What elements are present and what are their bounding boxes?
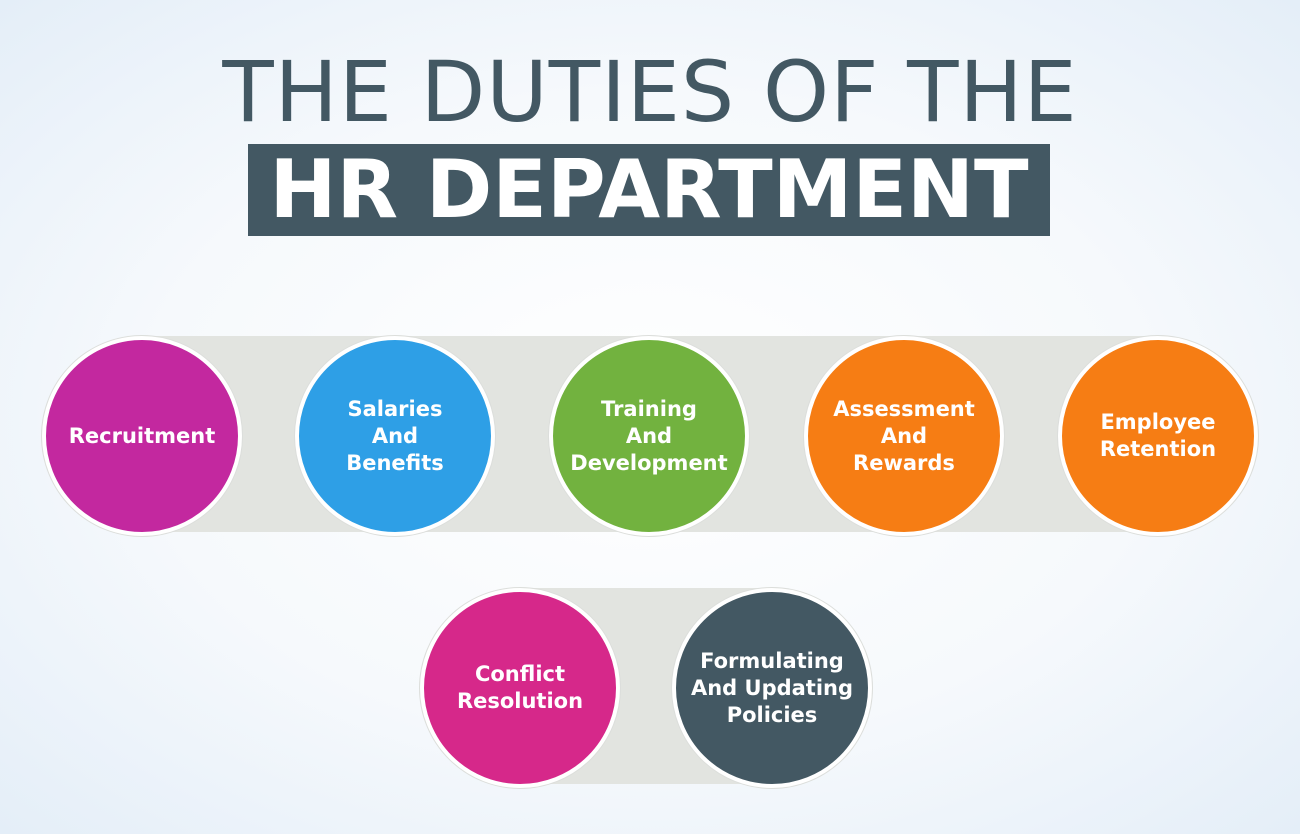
title-line-2: HR DEPARTMENT bbox=[269, 143, 1029, 236]
duty-label-recruitment: Recruitment bbox=[68, 423, 216, 448]
title-banner: HR DEPARTMENT bbox=[248, 144, 1050, 236]
duty-label-employee-retention: Employee Retention bbox=[1099, 410, 1217, 461]
duty-circle-training-development: Training And Development bbox=[549, 336, 749, 536]
duty-circle-salaries-benefits: Salaries And Benefits bbox=[295, 336, 495, 536]
duty-label-conflict-resolution: Conflict Resolution bbox=[456, 662, 584, 713]
duty-circle-formulating-policies: Formulating And Updating Policies bbox=[672, 588, 872, 788]
title-line-1: THE DUTIES OF THE bbox=[222, 43, 1078, 141]
duty-circle-recruitment: Recruitment bbox=[42, 336, 242, 536]
duty-label-training-development: Training And Development bbox=[570, 396, 728, 475]
duty-circle-employee-retention: Employee Retention bbox=[1058, 336, 1258, 536]
duty-label-assessment-rewards: Assessment And Rewards bbox=[833, 396, 975, 475]
duty-circle-assessment-rewards: Assessment And Rewards bbox=[804, 336, 1004, 536]
duty-circle-conflict-resolution: Conflict Resolution bbox=[420, 588, 620, 788]
duty-label-formulating-policies: Formulating And Updating Policies bbox=[690, 648, 854, 727]
duty-label-salaries-benefits: Salaries And Benefits bbox=[346, 396, 444, 475]
